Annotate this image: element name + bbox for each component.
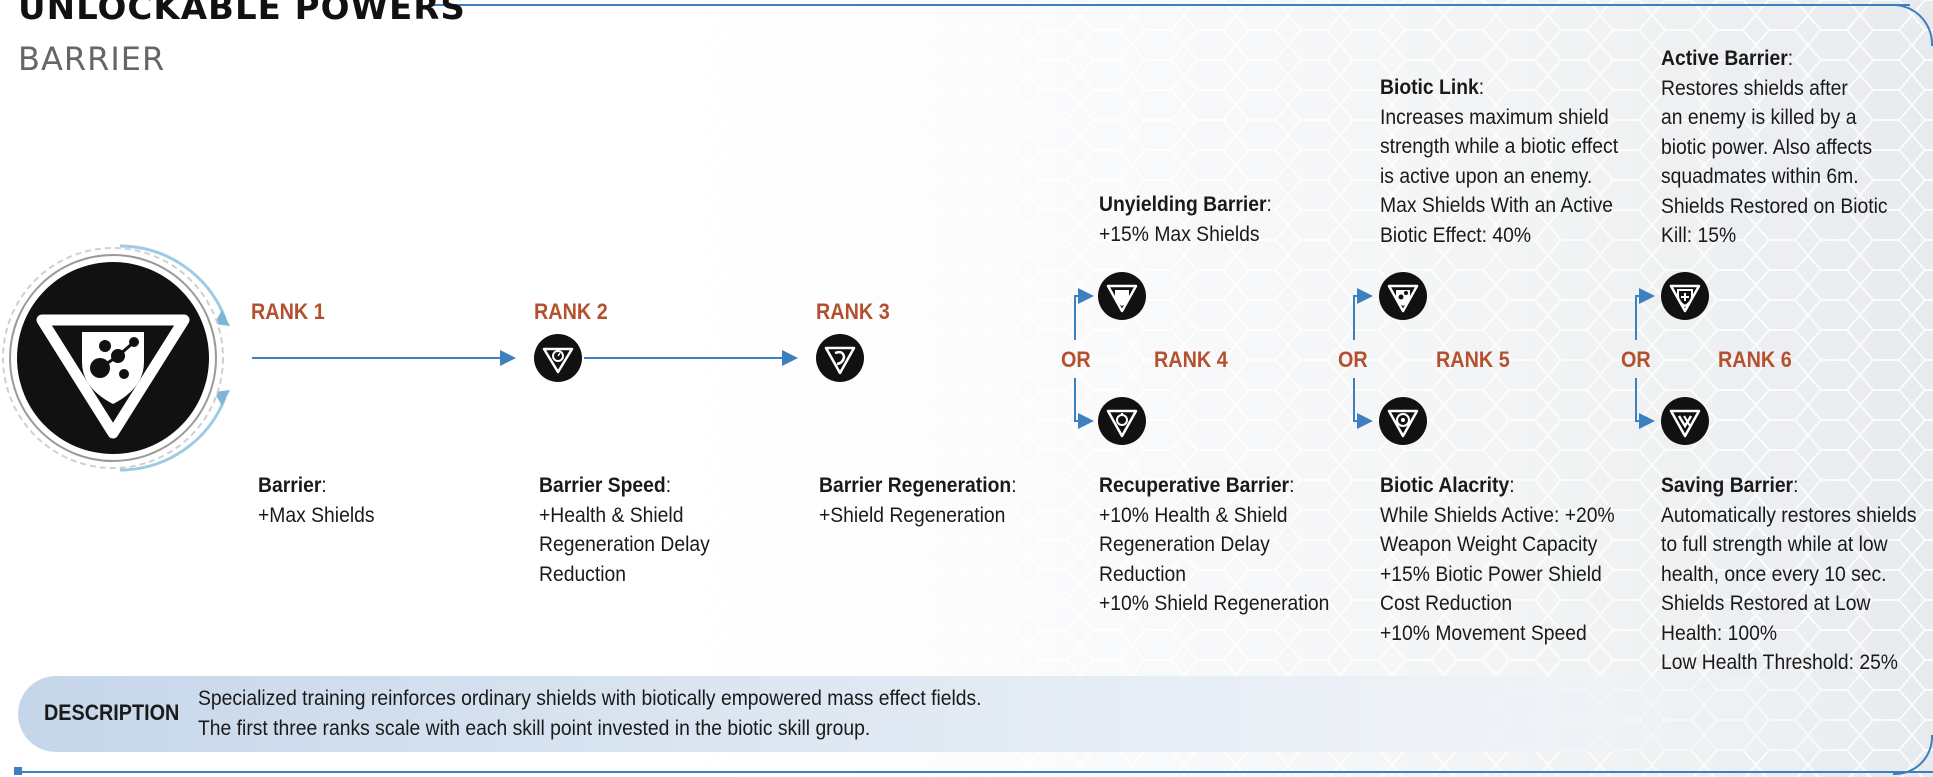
barrier-regeneration-icon[interactable] [815,333,865,383]
ability-name: Barrier [258,474,322,497]
ability-detail: +Shield Regeneration [819,503,1006,527]
ability-detail: Increases maximum shield [1380,105,1609,129]
ability-detail: Weapon Weight Capacity [1380,533,1598,556]
ability-detail: Shields Restored at Low [1661,592,1871,615]
ability-detail: Max Shields With an Active [1380,194,1614,217]
ability-detail: +10% Movement Speed [1380,621,1587,645]
ability-detail: While Shields Active: +20% [1380,503,1615,527]
rank-1-label: RANK 1 [251,299,325,324]
ability-detail: biotic power. Also affects [1661,135,1873,159]
ability-name: Unyielding Barrier [1099,193,1267,216]
rank-6-label: RANK 6 [1718,347,1792,372]
frame-bottom-line [14,771,1933,773]
ability-detail: +Max Shields [258,503,375,527]
ability-detail: +15% Max Shields [1099,222,1260,246]
ability-detail: Low Health Threshold: 25% [1661,651,1899,674]
rank-5-label: RANK 5 [1436,347,1510,372]
ability-detail: is active upon an enemy. [1380,164,1593,188]
ability-detail: +Health & Shield [539,503,684,527]
ability-detail: +10% Shield Regeneration [1099,592,1330,615]
ability-name: Recuperative Barrier [1099,474,1290,497]
frame-bottom-tick [14,767,22,775]
hex-background [560,0,1933,777]
ability-detail: health, once every 10 sec. [1661,562,1887,586]
ability-detail: +10% Health & Shield [1099,503,1288,527]
biotic-link-icon[interactable] [1378,271,1428,321]
ability-rank1: Barrier: +Max Shields [258,471,375,530]
ability-name: Active Barrier [1661,47,1788,70]
ability-detail: Reduction [539,562,626,586]
ability-rank3: Barrier Regeneration: +Shield Regenerati… [819,471,1017,530]
barrier-emblem-icon [2,244,230,472]
ability-detail: Cost Reduction [1380,592,1513,615]
ability-detail: Health: 100% [1661,621,1778,645]
ability-rank6a: Active Barrier: Restores shields after a… [1661,44,1888,251]
ability-rank5b: Biotic Alacrity: While Shields Active: +… [1380,471,1615,648]
ability-rank6b: Saving Barrier: Automatically restores s… [1661,471,1917,678]
ability-rank5a: Biotic Link: Increases maximum shield st… [1380,73,1618,250]
rank-4-label: RANK 4 [1154,347,1228,372]
description-line: The first three ranks scale with each sk… [198,717,871,740]
ability-name: Barrier Regeneration [819,474,1012,497]
ability-detail: Regeneration Delay [1099,533,1270,556]
biotic-alacrity-icon[interactable] [1378,396,1428,446]
barrier-speed-icon[interactable] [533,333,583,383]
rank-2-label: RANK 2 [534,299,608,324]
ability-rank2: Barrier Speed: +Health & Shield Regenera… [539,471,710,589]
ability-detail: squadmates within 6m. [1661,165,1859,188]
ability-detail: Kill: 15% [1661,224,1737,247]
or-label-rank6: OR [1621,347,1651,372]
ability-detail: Shields Restored on Biotic [1661,194,1888,218]
description-bar [18,676,1918,752]
rank-3-label: RANK 3 [816,299,890,324]
ability-name: Saving Barrier [1661,474,1794,497]
ability-detail: Automatically restores shields [1661,503,1917,527]
ability-name: Biotic Alacrity [1380,474,1510,497]
ability-rank4b: Recuperative Barrier: +10% Health & Shie… [1099,471,1329,619]
frame-top-line [430,4,1910,6]
page-title: UNLOCKABLE POWERS [18,0,466,28]
description-text: Specialized training reinforces ordinary… [198,684,982,744]
ability-detail: Biotic Effect: 40% [1380,223,1532,247]
unyielding-barrier-icon[interactable] [1097,271,1147,321]
ability-name: Barrier Speed [539,474,666,497]
or-label-rank5: OR [1338,347,1368,372]
or-label-rank4: OR [1061,347,1091,372]
ability-detail: +15% Biotic Power Shield [1380,562,1602,586]
ability-detail: Reduction [1099,562,1186,586]
ability-detail: Regeneration Delay [539,533,710,556]
ability-detail: Restores shields after [1661,76,1848,100]
active-barrier-icon[interactable] [1660,271,1710,321]
ability-detail: an enemy is killed by a [1661,106,1857,129]
power-name: BARRIER [18,40,166,78]
description-label: DESCRIPTION [44,700,180,725]
hex-pattern [560,0,1933,777]
recuperative-barrier-icon[interactable] [1097,396,1147,446]
description-line: Specialized training reinforces ordinary… [198,687,982,710]
ability-detail: to full strength while at low [1661,533,1888,556]
ability-rank4a: Unyielding Barrier: +15% Max Shields [1099,190,1272,249]
ability-detail: strength while a biotic effect [1380,135,1619,158]
ability-name: Biotic Link [1380,76,1479,99]
saving-barrier-icon[interactable] [1660,396,1710,446]
